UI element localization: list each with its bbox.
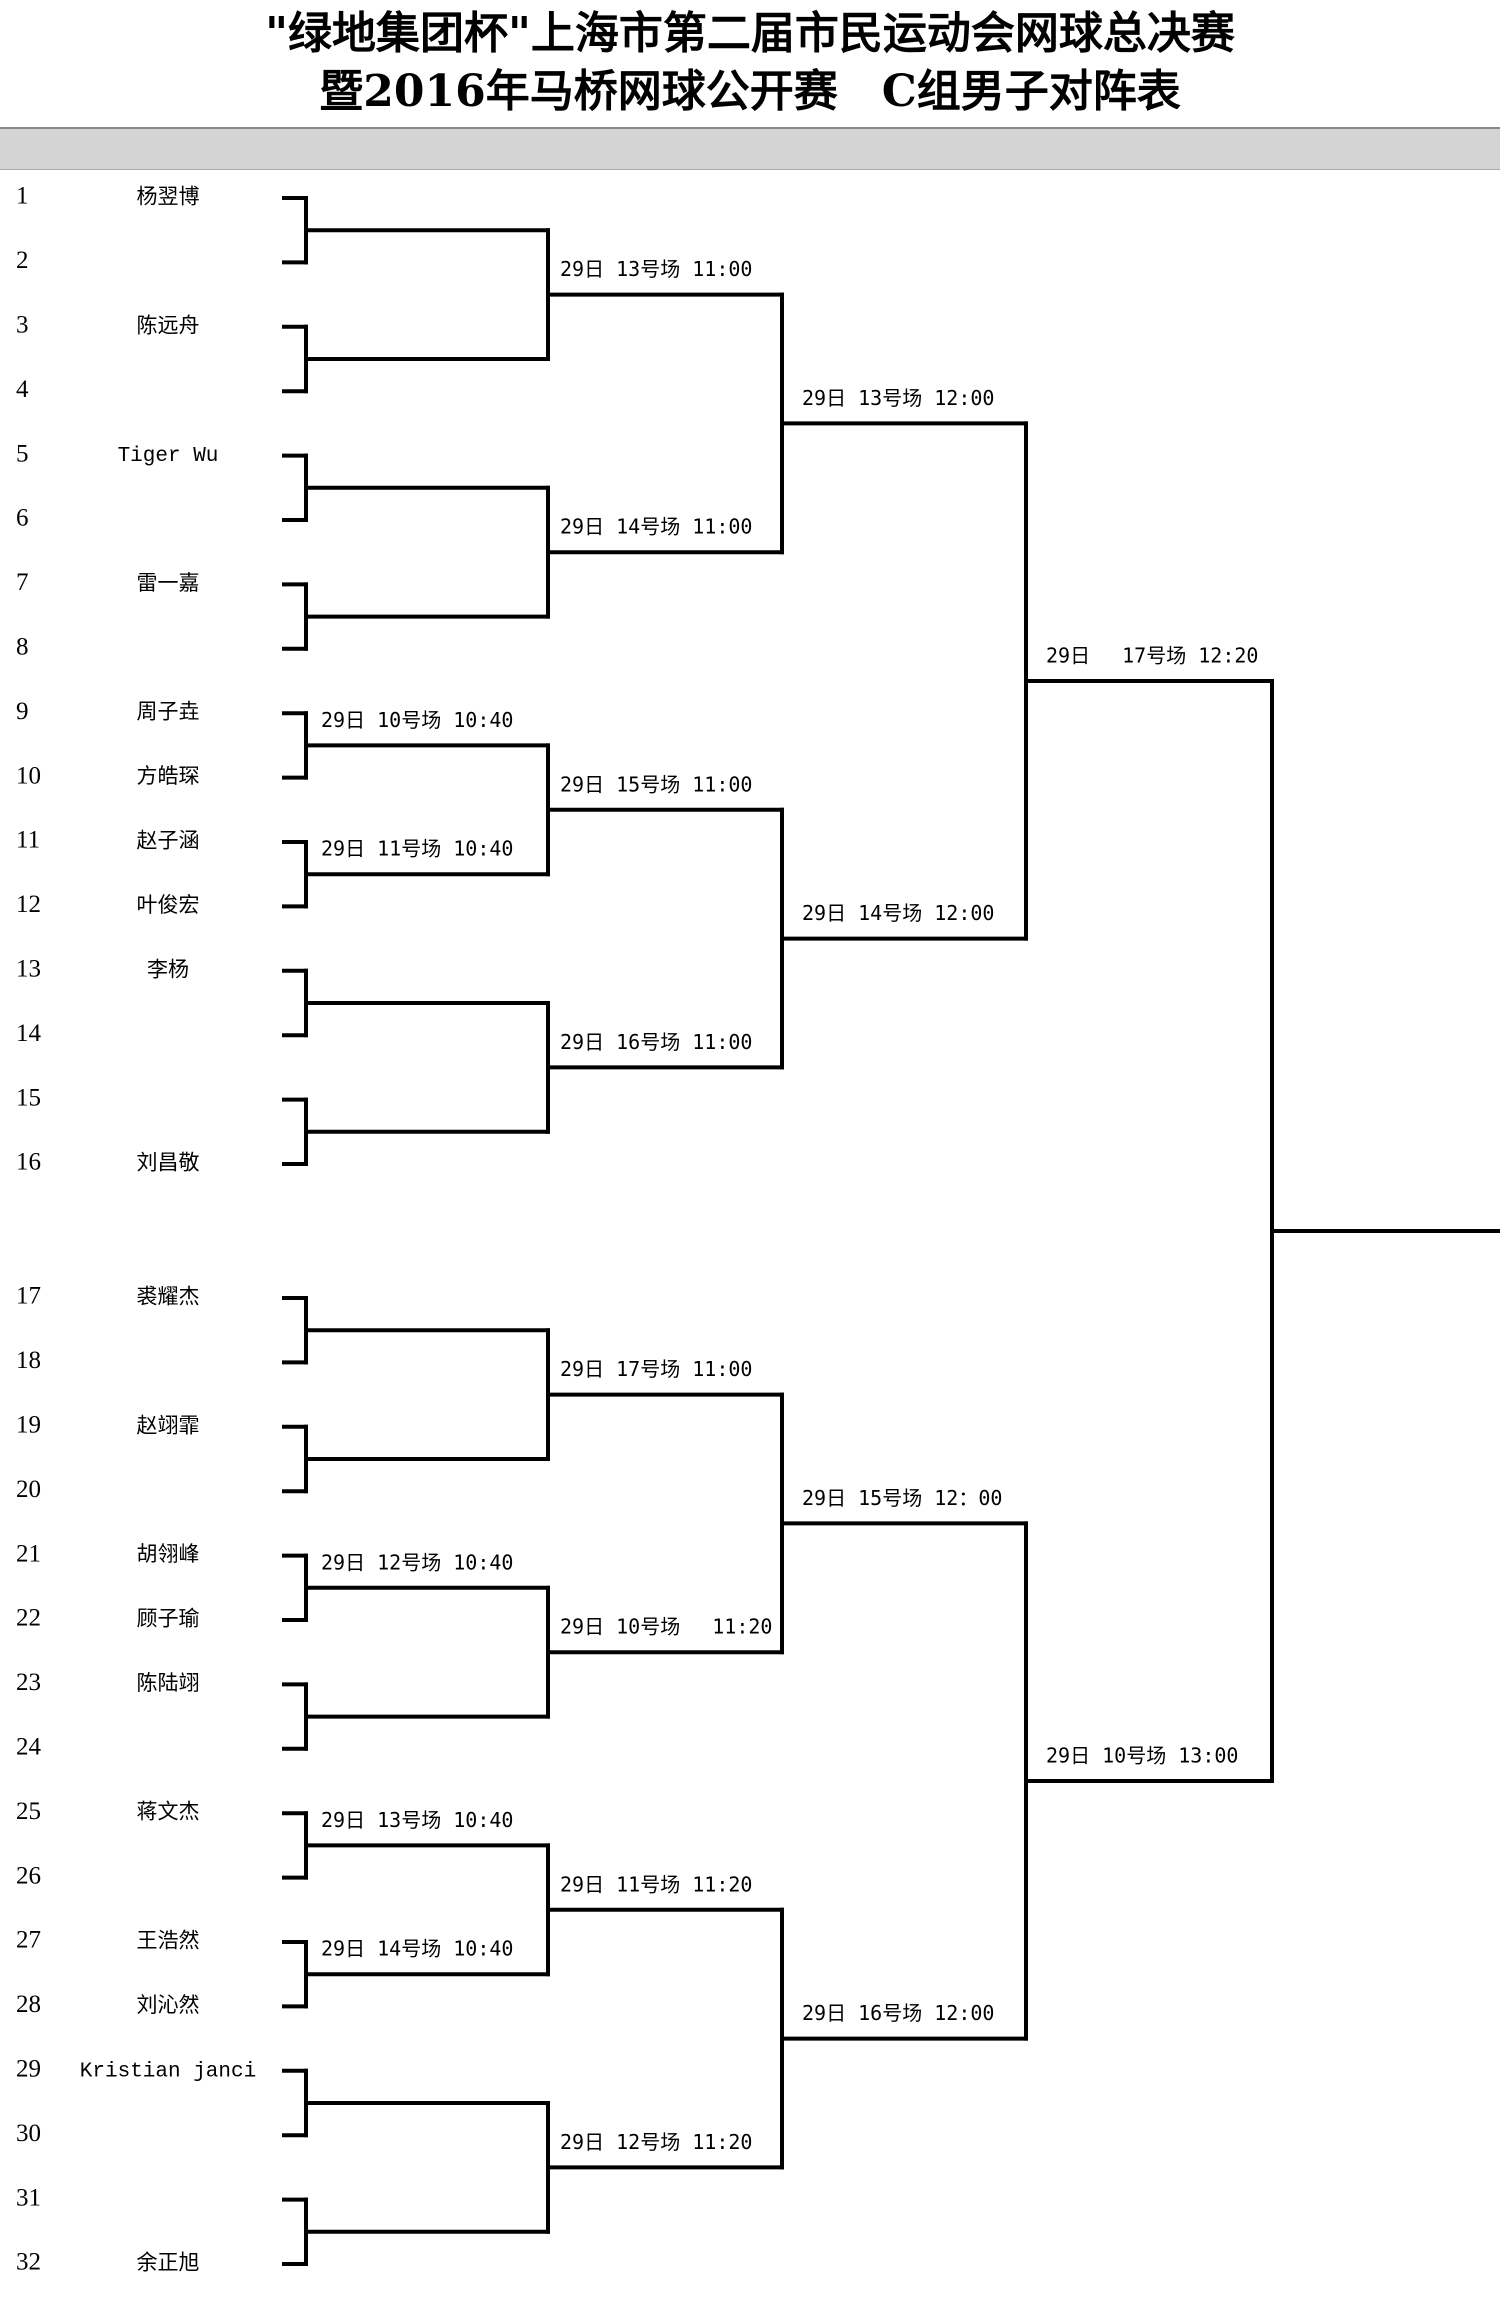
player-name: 赵翊霏: [137, 1413, 200, 1437]
seed-number: 11: [16, 827, 40, 854]
seed-number: 21: [16, 1540, 41, 1567]
match-label: 29日 15号场 11:00: [560, 772, 752, 796]
match-label: 29日 10号场 10:40: [321, 708, 513, 732]
seed-number: 22: [16, 1605, 41, 1632]
player-name: Tiger Wu: [118, 445, 219, 468]
seed-number: 19: [16, 1412, 41, 1439]
match-label: 29日 12号场 10:40: [321, 1550, 513, 1574]
seed-number: 9: [16, 698, 29, 725]
seed-number: 25: [16, 1798, 41, 1825]
match-label: 29日 13号场 12:00: [802, 386, 994, 410]
player-name: 顾子瑜: [137, 1607, 200, 1631]
match-label: 29日 15号场 12：00: [802, 1486, 1002, 1510]
player-name: 赵子涵: [137, 829, 200, 853]
match-label: 29日 17号场 11:00: [560, 1357, 752, 1381]
seed-number: 7: [16, 569, 29, 596]
player-name: 王浩然: [137, 1929, 200, 1953]
player-name: 裘耀杰: [137, 1285, 200, 1309]
seed-number: 6: [16, 505, 29, 532]
player-name: 蒋文杰: [137, 1800, 200, 1824]
seed-number: 3: [16, 312, 29, 339]
seed-number: 4: [16, 376, 29, 403]
match-label: 29日 16号场 11:00: [560, 1030, 752, 1054]
player-name: 李杨: [147, 957, 189, 981]
match-label: 29日 13号场 11:00: [560, 257, 752, 281]
seed-number: 23: [16, 1669, 41, 1696]
seed-number: 31: [16, 2184, 41, 2211]
seed-number: 18: [16, 1347, 41, 1374]
seed-number: 14: [16, 1020, 42, 1047]
match-label: 29日 11号场 11:20: [560, 1872, 752, 1896]
match-label: 29日 16号场 12:00: [802, 2001, 994, 2025]
seed-number: 32: [16, 2249, 41, 2276]
player-name: 刘沁然: [137, 1993, 200, 2017]
seed-number: 5: [16, 440, 29, 467]
seed-number: 10: [16, 762, 41, 789]
player-name: 叶俊宏: [137, 893, 200, 917]
match-label: 29日 12号场 11:20: [560, 2130, 752, 2154]
seed-number: 26: [16, 1862, 41, 1889]
player-name: 陈远舟: [137, 313, 200, 337]
match-label: 29日 10号场 11:20: [560, 1615, 772, 1639]
player-name: 雷一嘉: [137, 571, 200, 595]
seed-number: 28: [16, 1991, 41, 2018]
seed-number: 20: [16, 1476, 41, 1503]
seed-number: 27: [16, 1927, 41, 1954]
player-name: 周子垚: [137, 700, 200, 724]
match-label: 29日 14号场 12:00: [802, 901, 994, 925]
match-label: 29日 13号场 10:40: [321, 1808, 513, 1832]
page-subtitle: 暨2016年马桥网球公开赛 C组男子对阵表: [319, 66, 1181, 117]
match-label: 29日 17号场 12:20: [1046, 644, 1258, 668]
seed-number: 13: [16, 956, 41, 983]
seed-number: 24: [16, 1734, 42, 1761]
seed-number: 2: [16, 247, 29, 274]
match-label: 29日 14号场 11:00: [560, 515, 752, 539]
seed-number: 1: [16, 183, 29, 210]
player-name: 刘昌敬: [137, 1151, 200, 1175]
seed-number: 17: [16, 1283, 41, 1310]
seed-number: 8: [16, 634, 29, 661]
match-label: 29日 11号场 10:40: [321, 837, 513, 861]
seed-number: 15: [16, 1084, 41, 1111]
player-name: 余正旭: [137, 2251, 200, 2275]
seed-number: 12: [16, 891, 41, 918]
seed-number: 16: [16, 1149, 41, 1176]
header-bar: [0, 127, 1500, 170]
player-name: 陈陆翊: [137, 1671, 200, 1695]
player-name: Kristian janci: [80, 2060, 256, 2083]
player-name: 胡翎峰: [137, 1542, 200, 1566]
seed-number: 29: [16, 2056, 41, 2083]
match-label: 29日 10号场 13:00: [1046, 1744, 1238, 1768]
player-name: 杨翌博: [137, 185, 200, 209]
player-name: 方皓琛: [137, 764, 200, 788]
match-label: 29日 14号场 10:40: [321, 1937, 513, 1961]
seed-number: 30: [16, 2120, 41, 2147]
page-title: "绿地集团杯"上海市第二届市民运动会网球总决赛: [265, 8, 1235, 59]
